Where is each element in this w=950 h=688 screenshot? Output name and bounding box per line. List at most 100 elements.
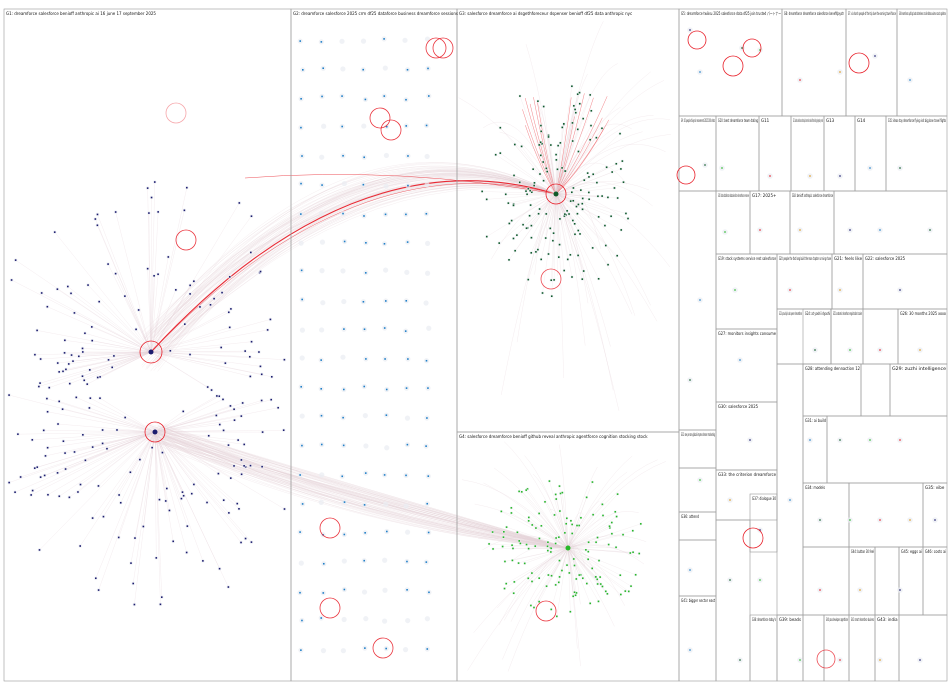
edge — [525, 44, 557, 195]
panel-label-g15: G15: ideas stay dreamforce flying visit … — [888, 118, 946, 123]
edge — [145, 439, 569, 549]
node — [216, 395, 218, 397]
edge — [99, 398, 156, 433]
node — [185, 551, 188, 554]
node — [364, 272, 367, 274]
node — [342, 444, 345, 447]
node — [426, 648, 429, 650]
edge — [555, 181, 649, 195]
edge — [548, 547, 569, 576]
edge — [567, 547, 615, 627]
node — [229, 477, 232, 479]
edge — [157, 425, 569, 549]
node — [689, 29, 691, 31]
node — [172, 540, 175, 543]
node — [220, 346, 222, 349]
node — [8, 481, 10, 484]
node — [530, 191, 533, 193]
panel-g37 — [749, 493, 778, 553]
node — [269, 318, 272, 321]
node — [102, 515, 105, 518]
node-halo — [341, 180, 348, 187]
hub-ring — [369, 107, 391, 129]
node — [556, 168, 559, 171]
node-halo — [299, 413, 305, 419]
edge — [516, 193, 557, 343]
node — [555, 498, 558, 500]
node — [238, 508, 240, 510]
node — [300, 269, 303, 272]
node — [322, 562, 325, 565]
edge — [141, 173, 557, 346]
edge — [567, 547, 608, 594]
panel-label-g22: G22: salesforce 2025 — [865, 256, 905, 261]
panel-label-g42: G42: smart dreamforce business — [851, 617, 874, 622]
panel-label-g18: G18: benioff anthropic salesforce dreamf… — [792, 193, 833, 198]
edge — [58, 423, 156, 433]
node — [512, 592, 515, 595]
node — [30, 494, 32, 496]
edge — [151, 170, 557, 340]
edge — [149, 171, 557, 337]
node-halo — [382, 65, 388, 71]
edge — [67, 286, 152, 353]
edge — [567, 525, 580, 549]
node — [550, 551, 552, 553]
edge — [80, 431, 156, 547]
edge — [567, 547, 593, 569]
edge — [31, 431, 156, 496]
edge — [504, 441, 569, 549]
panel-cell — [776, 363, 804, 616]
node — [53, 231, 56, 233]
edge — [150, 183, 557, 353]
node — [148, 212, 150, 214]
node — [601, 195, 603, 197]
node — [531, 524, 534, 526]
edge — [567, 547, 617, 549]
node — [520, 145, 523, 148]
node — [527, 577, 530, 580]
node — [504, 193, 507, 196]
edge — [541, 131, 557, 195]
node — [581, 208, 584, 211]
edge — [551, 193, 557, 297]
node — [250, 215, 253, 217]
node — [300, 649, 302, 651]
edge — [97, 351, 152, 378]
node — [559, 510, 561, 512]
node — [689, 569, 691, 571]
hub-ring — [722, 55, 744, 77]
node — [164, 500, 167, 502]
node — [406, 588, 408, 591]
node — [240, 459, 243, 461]
node — [58, 400, 61, 403]
panel-g31 — [802, 415, 828, 484]
node — [909, 79, 911, 81]
node — [499, 126, 502, 129]
node — [607, 263, 609, 266]
node — [539, 141, 542, 144]
edge — [567, 533, 573, 549]
edge — [566, 547, 569, 566]
node — [528, 214, 531, 217]
edge — [41, 292, 152, 353]
node — [56, 288, 59, 290]
node — [571, 191, 573, 194]
node — [180, 497, 183, 500]
node — [320, 414, 323, 417]
edge — [84, 351, 152, 381]
node-halo — [361, 589, 368, 595]
node — [616, 254, 618, 257]
edge — [567, 514, 594, 549]
edge — [146, 166, 557, 334]
node — [814, 349, 816, 351]
edge — [531, 193, 557, 226]
edge — [157, 180, 557, 365]
node — [159, 603, 162, 606]
node — [97, 589, 100, 591]
edge — [145, 422, 569, 549]
node — [364, 98, 367, 101]
node — [249, 464, 252, 467]
panel-cell — [833, 190, 948, 255]
node — [869, 439, 871, 441]
